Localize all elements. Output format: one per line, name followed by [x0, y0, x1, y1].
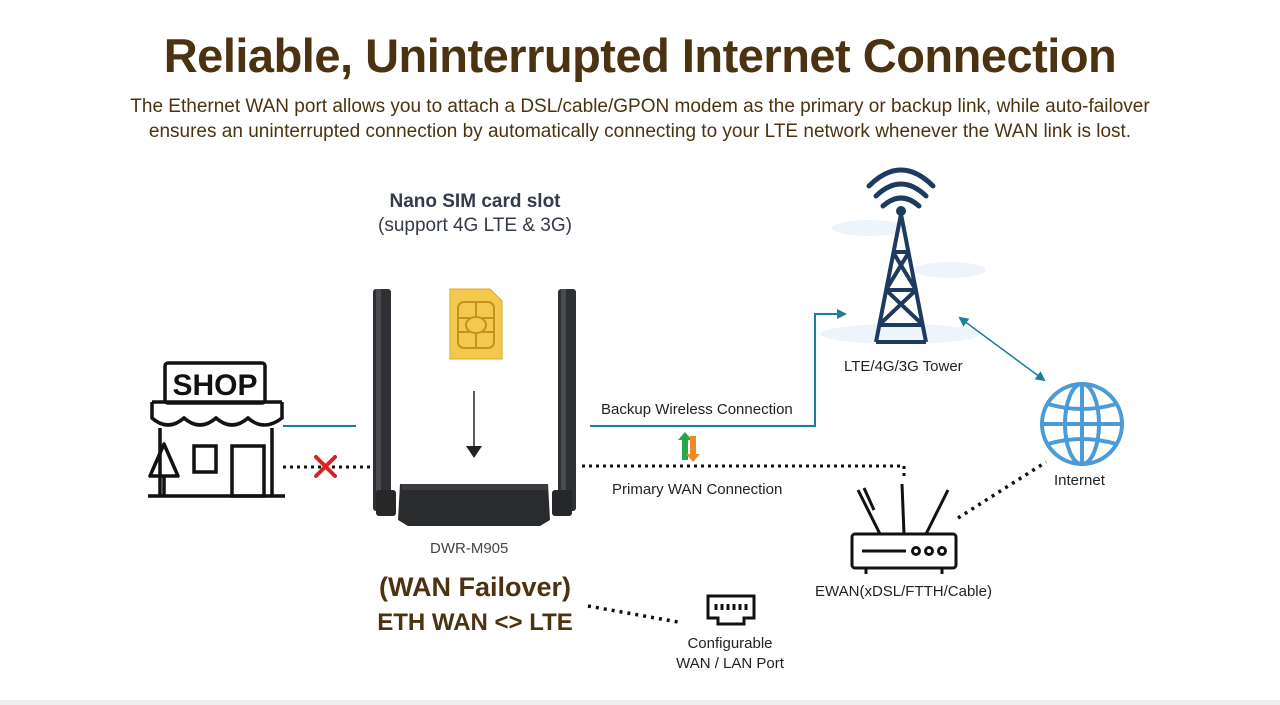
shop-icon: SHOP	[148, 361, 285, 498]
modem-internet-link	[957, 460, 1047, 520]
router-device	[373, 289, 576, 526]
failover-toggle-icon	[678, 432, 700, 462]
shop-sign-text: SHOP	[172, 369, 257, 402]
internet-label: Internet	[1054, 472, 1105, 489]
failover-subtitle: ETH WAN <> LTE	[377, 609, 573, 636]
page-subtitle: The Ethernet WAN port allows you to atta…	[40, 94, 1240, 144]
ewan-modem-icon	[850, 483, 958, 574]
insert-arrow-icon	[466, 391, 482, 458]
port-label-line-2: WAN / LAN Port	[676, 655, 784, 672]
disconnected-cross-icon	[314, 455, 337, 478]
subtitle-line-1: The Ethernet WAN port allows you to atta…	[130, 96, 1150, 117]
footer-divider	[0, 700, 1280, 705]
lte-tower-icon	[820, 167, 986, 344]
ethernet-port-icon	[706, 594, 756, 626]
primary-wan-link	[582, 464, 906, 476]
tower-internet-link	[958, 316, 1046, 382]
internet-globe-icon	[1040, 382, 1124, 466]
port-label: Configurable WAN / LAN Port	[640, 634, 820, 674]
sim-slot-subtitle: (support 4G LTE & 3G)	[378, 215, 572, 236]
router-model-label: DWR-M905	[430, 540, 509, 557]
port-label-line-1: Configurable	[687, 635, 773, 652]
subtitle-line-2: ensures an uninterrupted connection by a…	[148, 121, 1132, 142]
primary-connection-label: Primary WAN Connection	[612, 481, 783, 498]
failover-title: (WAN Failover)	[378, 572, 572, 602]
backup-connection-label: Backup Wireless Connection	[601, 401, 793, 418]
page-title: Reliable, Uninterrupted Internet Connect…	[163, 29, 1117, 82]
sim-card-icon	[449, 288, 503, 360]
tower-label: LTE/4G/3G Tower	[844, 358, 963, 375]
sim-slot-title: Nano SIM card slot	[389, 191, 561, 212]
backup-wireless-link	[590, 309, 847, 427]
modem-label: EWAN(xDSL/FTTH/Cable)	[815, 583, 992, 600]
